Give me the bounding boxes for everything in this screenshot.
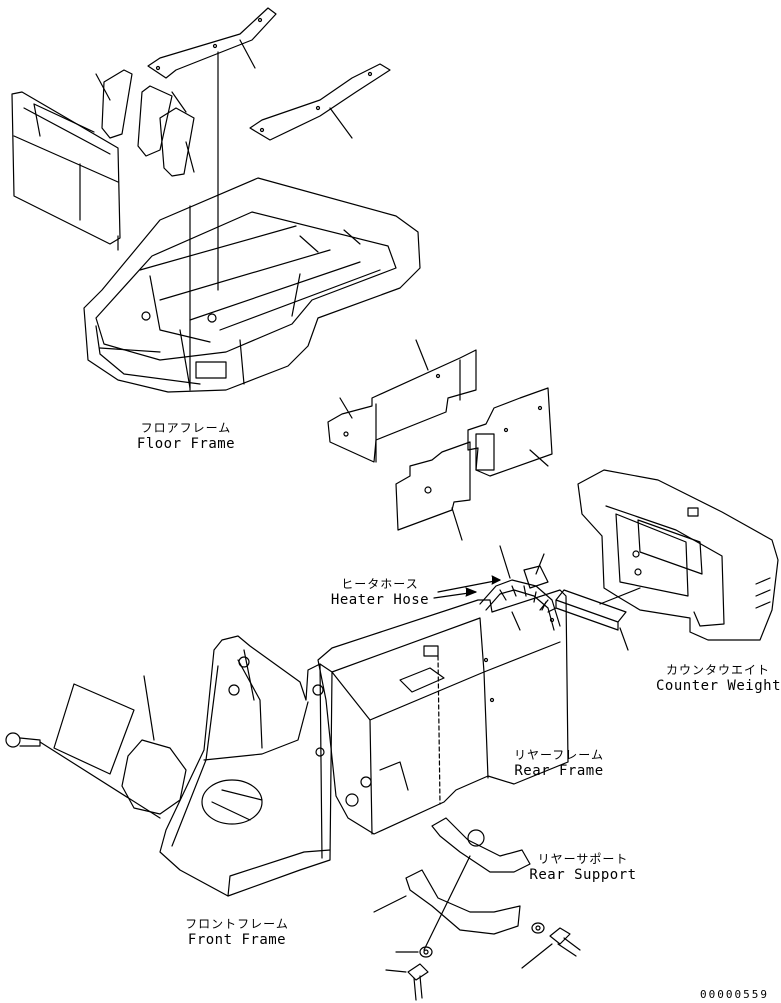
front-dash-panel xyxy=(12,92,120,244)
wall-plate-right xyxy=(468,388,552,476)
octagonal-cover-plate xyxy=(122,676,186,814)
label-rear-support-en: Rear Support xyxy=(529,867,637,883)
label-rear-frame-en: Rear Frame xyxy=(514,763,604,779)
label-rear-support-jp: リヤーサポート xyxy=(537,852,629,866)
top-cover-plate-upper xyxy=(148,8,276,78)
label-front-frame-jp: フロントフレーム xyxy=(185,917,289,931)
label-floor-frame-jp: フロアフレーム xyxy=(140,421,232,435)
label-rear-frame-jp: リヤーフレーム xyxy=(514,748,604,762)
rear-frame xyxy=(318,590,568,834)
label-rear-support: リヤーサポート Rear Support xyxy=(528,851,638,883)
label-counter-weight-jp: カウンタウエイト xyxy=(665,663,770,677)
wall-plate-upper xyxy=(328,340,476,462)
label-heater-hose-jp: ヒータホース xyxy=(341,577,419,591)
label-counter-weight: カウンタウエイト Counter Weight xyxy=(656,662,781,694)
wall-plate-lower xyxy=(396,442,470,540)
label-heater-hose: ヒータホース Heater Hose xyxy=(330,576,430,608)
label-heater-hose-en: Heater Hose xyxy=(330,592,430,608)
floor-frame xyxy=(84,52,420,392)
label-floor-frame-en: Floor Frame xyxy=(136,436,236,452)
rear-support xyxy=(424,818,530,950)
label-front-frame: フロントフレーム Front Frame xyxy=(182,916,292,948)
label-counter-weight-en: Counter Weight xyxy=(656,678,781,694)
label-floor-frame: フロアフレーム Floor Frame xyxy=(134,420,238,452)
front-frame xyxy=(160,636,332,896)
washers-and-bolts xyxy=(386,923,580,1000)
label-rear-frame: リヤーフレーム Rear Frame xyxy=(512,747,606,779)
front-frame-bolt xyxy=(6,733,40,747)
rectangular-cover-plate xyxy=(40,684,160,818)
side-trim-pieces xyxy=(96,70,194,176)
document-number: 00000559 xyxy=(700,988,769,1001)
top-cover-plate-middle xyxy=(250,64,390,140)
label-front-frame-en: Front Frame xyxy=(187,932,287,948)
heater-hose xyxy=(434,546,560,630)
counter-weight xyxy=(556,470,778,650)
support-bracket xyxy=(374,870,520,934)
